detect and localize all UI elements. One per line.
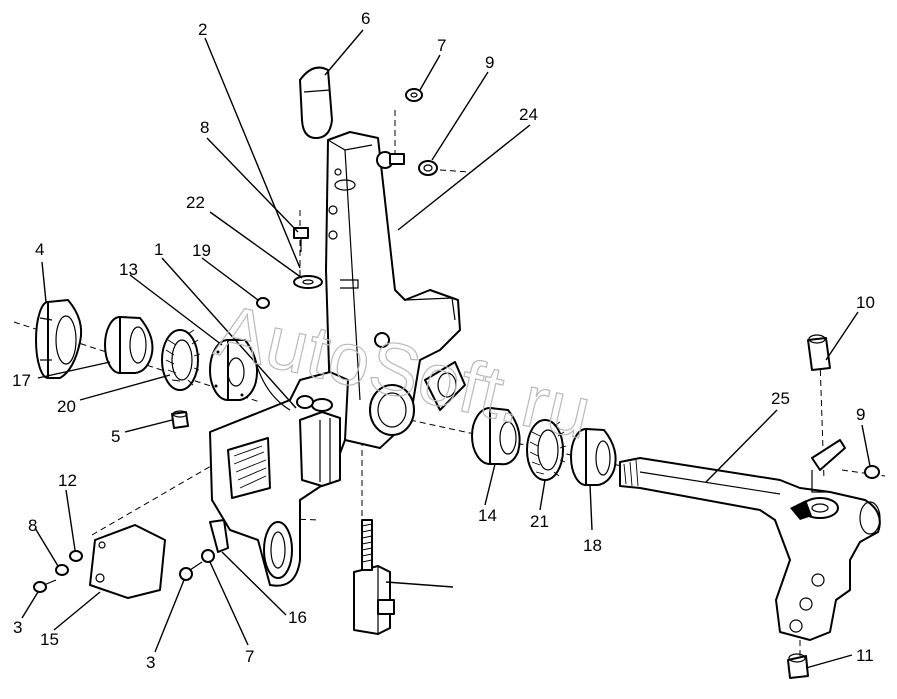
nut-bottom-11: [787, 653, 809, 679]
bushing-right-18: [570, 428, 617, 486]
bushing-left: [104, 316, 154, 374]
callout-17: 17: [12, 371, 31, 390]
callout-labels-visible: 2 6 7 9 24 8 22 4 1 19 13 10 17 25 20 9 …: [12, 9, 875, 672]
plate-clip: [209, 519, 229, 553]
bolt-small: [293, 227, 309, 252]
locknut-right: [864, 465, 880, 479]
callout-20: 20: [57, 397, 76, 416]
cover-plate: [89, 524, 166, 599]
callout-21: 21: [530, 512, 549, 531]
callout-22: 22: [186, 193, 205, 212]
handle-grip: [299, 66, 333, 139]
callout-13: 13: [119, 260, 138, 279]
callout-19: 19: [192, 241, 211, 260]
callout-23: 24: [519, 105, 538, 124]
screw-3-center: [179, 561, 203, 581]
bracket-housing: [209, 359, 349, 587]
callout-8-top: 8: [200, 118, 209, 137]
small-nut-5: [171, 410, 189, 429]
large-nut: [35, 299, 83, 379]
callout-7-bottom: 7: [245, 647, 254, 666]
callout-9-top: 9: [485, 53, 494, 72]
callout-14: 14: [478, 506, 497, 525]
stud-nut-10: [807, 334, 831, 371]
callout-2: 2: [198, 20, 207, 39]
callout-12: 12: [58, 471, 77, 490]
callout-9-right: 9: [856, 405, 865, 424]
nut-19: [256, 297, 270, 309]
washer-8: [55, 564, 69, 576]
bearing-race-left: [161, 329, 201, 391]
callout-3-left: 3: [13, 618, 22, 637]
washer-12: [69, 550, 83, 562]
callout-4: 4: [35, 240, 44, 259]
callout-3-center: 3: [146, 653, 155, 672]
leader-lines: [21, 29, 871, 669]
callout-5: 5: [111, 427, 120, 446]
bushing-13: [209, 339, 258, 401]
steering-arm: [619, 439, 881, 641]
nut-top: [405, 88, 423, 102]
callout-15: 15: [40, 630, 59, 649]
callout-6: 6: [361, 9, 370, 28]
callout-10: 10: [856, 293, 875, 312]
callout-7-top: 7: [437, 36, 446, 55]
callout-11: 11: [856, 646, 874, 665]
callout-1: 1: [154, 240, 163, 259]
main-lever: [325, 131, 466, 449]
bushing-right-14: [471, 407, 521, 466]
callout-18: 18: [583, 536, 602, 555]
clip-washer: [293, 275, 323, 289]
callout-16: 16: [288, 608, 307, 627]
screw-3-left: [33, 579, 57, 593]
washer-7-center: [201, 549, 215, 563]
locknut-top: [418, 160, 438, 176]
callout-24: 25: [771, 389, 790, 408]
callout-8-left: 8: [28, 516, 37, 535]
adjusting-bolt: [353, 519, 395, 635]
